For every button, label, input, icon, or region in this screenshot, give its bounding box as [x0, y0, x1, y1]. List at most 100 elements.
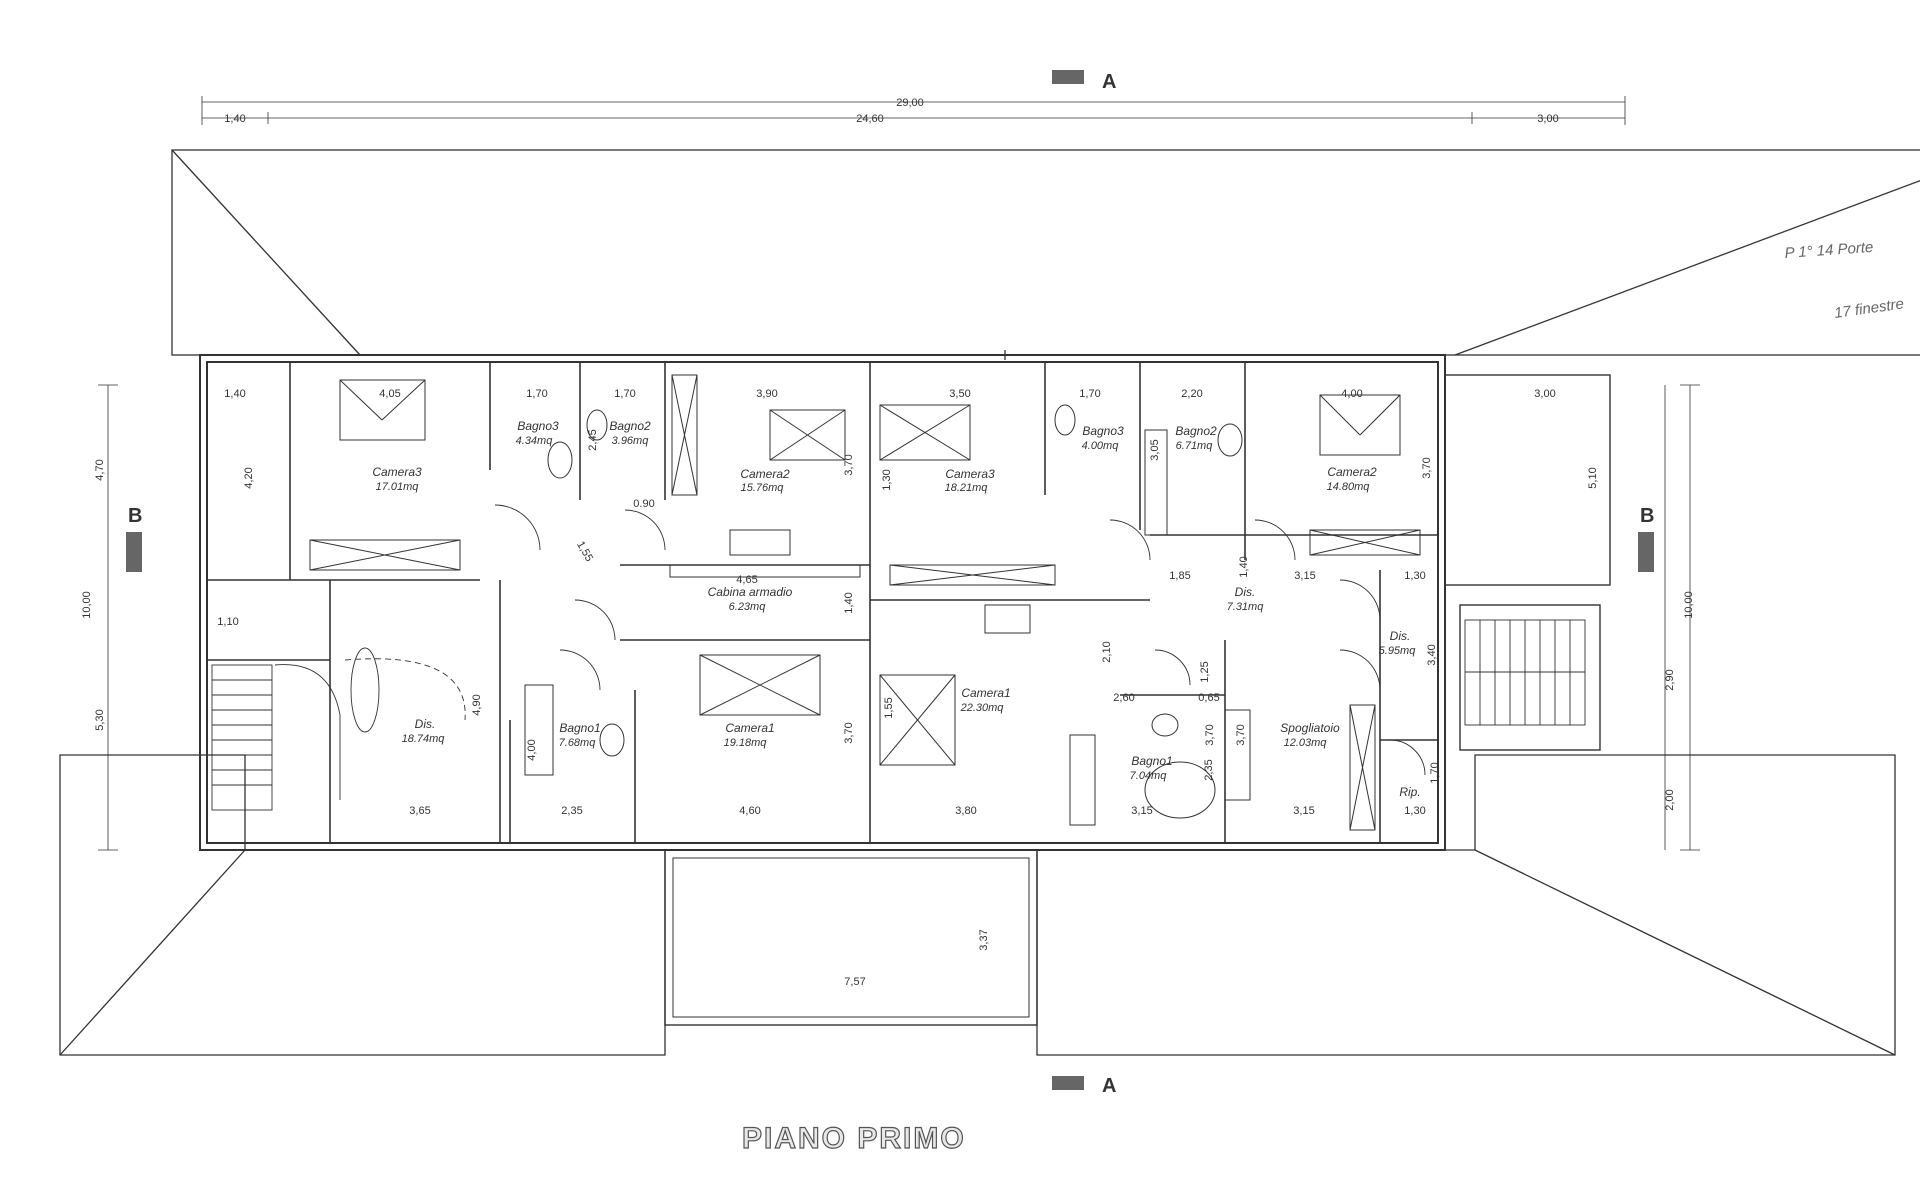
- room-name: Dis.: [1390, 629, 1411, 643]
- furniture: [309, 374, 1421, 831]
- room-name: Dis.: [415, 717, 436, 731]
- room-name: Camera2: [1327, 465, 1377, 479]
- section-a-top-label: A: [1102, 71, 1116, 93]
- room-area: 18.74mq: [402, 733, 446, 745]
- dimension-label: 1,40: [224, 113, 245, 125]
- room-name: Dis.: [1235, 585, 1256, 599]
- dimension-label: 3,00: [1534, 388, 1555, 400]
- dimension-label: 1,40: [843, 592, 855, 613]
- dimension-label: 5,30: [94, 709, 106, 730]
- dimension-label: 1,40: [224, 388, 245, 400]
- room-area: 14.80mq: [1327, 481, 1371, 493]
- dimension-lines: [98, 96, 1700, 851]
- dimension-label: 4,00: [526, 739, 538, 760]
- dimension-label: 4,60: [739, 805, 760, 817]
- section-a-top-pointer: [1052, 70, 1084, 84]
- dimension-label: 7,57: [844, 976, 865, 988]
- dimension-label: 3,40: [1426, 644, 1438, 665]
- section-b-left-pointer: [126, 532, 142, 572]
- room-name: Cabina armadio: [708, 585, 793, 599]
- dimension-label: 2,45: [587, 429, 599, 450]
- dimension-label: 2,20: [1181, 388, 1202, 400]
- room-name: Bagno2: [609, 419, 651, 433]
- dimension-label: 4,65: [736, 574, 757, 586]
- dimension-label: 3,70: [1204, 724, 1216, 745]
- dimension-label: 1,40: [1238, 556, 1250, 577]
- section-b-left-label: B: [128, 505, 142, 527]
- dimension-label: 1,70: [1429, 762, 1441, 783]
- dimension-label: 2,60: [1113, 692, 1134, 704]
- room-area: 19.18mq: [724, 737, 768, 749]
- dimension-label: 4,05: [379, 388, 400, 400]
- dimension-label: 1,25: [1199, 661, 1211, 682]
- section-markers: A A B B: [126, 70, 1654, 1097]
- section-a-bottom-label: A: [1102, 1075, 1116, 1097]
- dimension-label: 5,10: [1587, 467, 1599, 488]
- dimension-label: 10,00: [81, 591, 93, 619]
- room-area: 7.68mq: [559, 737, 597, 749]
- room-area: 6.23mq: [729, 601, 767, 613]
- handwritten-note: P 1° 14 Porte: [1784, 239, 1874, 262]
- dimension-label: 3,70: [1421, 457, 1433, 478]
- dimension-label: 3,37: [978, 929, 990, 950]
- room-area: 22.30mq: [960, 702, 1005, 714]
- dimension-label: 4,00: [1341, 388, 1362, 400]
- room-name: Camera3: [372, 465, 422, 479]
- room-labels: Camera3 17.01mq Bagno3 4.34mq Bagno2 3.9…: [372, 419, 1420, 799]
- room-area: 5.95mq: [1379, 645, 1417, 657]
- dimension-label: 0,65: [1198, 692, 1219, 704]
- dimension-label: 3,15: [1294, 570, 1315, 582]
- room-area: 3.96mq: [612, 435, 650, 447]
- room-name: Bagno3: [517, 419, 559, 433]
- room-name: Bagno3: [1082, 424, 1124, 438]
- dimension-label: 3,00: [1537, 113, 1558, 125]
- section-a-bottom-pointer: [1052, 1076, 1084, 1090]
- interior-walls: [207, 362, 1438, 843]
- room-name: Bagno1: [1131, 754, 1172, 768]
- dimension-label: 3,90: [756, 388, 777, 400]
- dimension-label: 1,30: [1404, 805, 1425, 817]
- section-b-right-label: B: [1640, 505, 1654, 527]
- room-name: Rip.: [1399, 785, 1420, 799]
- handwritten-note: 17 finestre: [1833, 295, 1905, 322]
- room-name: Bagno2: [1175, 424, 1217, 438]
- dimension-label: 1,85: [1169, 570, 1190, 582]
- dimension-label: 3,50: [949, 388, 970, 400]
- dimension-label: 2,35: [1203, 759, 1215, 780]
- room-area: 12.03mq: [1284, 737, 1328, 749]
- section-b-right-pointer: [1638, 532, 1654, 572]
- dimension-label: 1,70: [614, 388, 635, 400]
- dimension-label: 2,00: [1664, 789, 1676, 810]
- dimension-label: 4,20: [243, 467, 255, 488]
- dimension-label: 2,10: [1101, 641, 1113, 662]
- dimension-label: 1,55: [574, 539, 595, 564]
- room-name: Spogliatoio: [1280, 721, 1340, 735]
- dimension-label: 4,70: [94, 459, 106, 480]
- dimension-label: 1,70: [526, 388, 547, 400]
- room-name: Camera1: [725, 721, 774, 735]
- dimension-label: 1,30: [881, 469, 893, 490]
- dimension-label: 3,65: [409, 805, 430, 817]
- exterior-walls: [199, 354, 1611, 1026]
- dimension-label: 3,15: [1293, 805, 1314, 817]
- room-name: Camera1: [961, 686, 1010, 700]
- staircase-east: [1464, 619, 1586, 726]
- roof-outline: [59, 149, 1920, 1056]
- room-name: Bagno1: [559, 721, 600, 735]
- dimension-label: 1,70: [1079, 388, 1100, 400]
- room-area: 4.34mq: [516, 435, 554, 447]
- room-area: 6.71mq: [1176, 440, 1214, 452]
- dimension-label: 2,35: [561, 805, 582, 817]
- dimension-label: 3,70: [1235, 724, 1247, 745]
- dimension-label: 2,90: [1664, 669, 1676, 690]
- dimension-label: 3,05: [1149, 439, 1161, 460]
- room-area: 18.21mq: [945, 482, 989, 494]
- dimension-label: 3,80: [955, 805, 976, 817]
- room-area: 4.00mq: [1082, 440, 1120, 452]
- room-name: Camera2: [740, 467, 790, 481]
- door-swings: [494, 504, 1426, 776]
- dimension-label: 1,10: [217, 616, 238, 628]
- dimension-label: 4,90: [471, 694, 483, 715]
- room-area: 17.01mq: [376, 481, 420, 493]
- room-name: Camera3: [945, 467, 995, 481]
